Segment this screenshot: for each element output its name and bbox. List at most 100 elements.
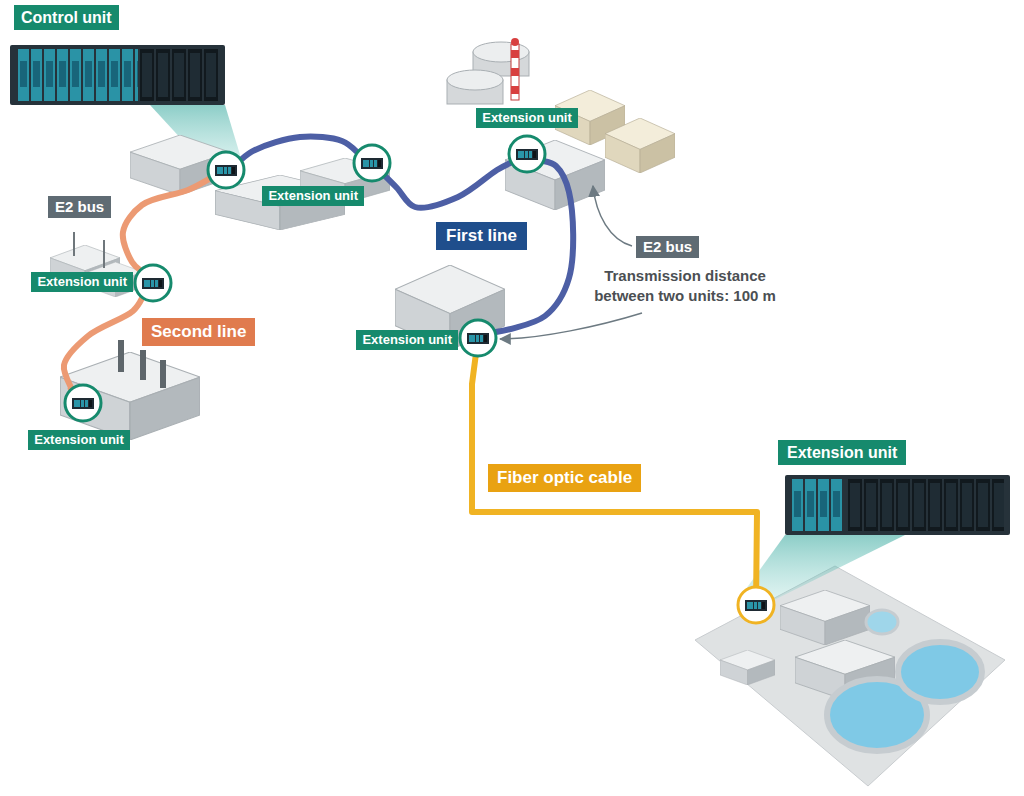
unit-module: [469, 335, 475, 342]
unit-marker: [458, 318, 498, 358]
unit-marker: [507, 134, 547, 174]
unit-ring: [135, 265, 171, 301]
unit-marker: [352, 143, 392, 183]
unit-module: [758, 602, 761, 609]
unit-marker: [206, 150, 246, 190]
unit-module: [85, 400, 88, 407]
control-unit-badge: Control unit: [14, 5, 119, 30]
bus-badge: E2 bus: [48, 196, 111, 218]
tank: [473, 42, 529, 62]
line-badge: Second line: [142, 318, 255, 346]
tower: [511, 44, 519, 100]
badge-text: Second line: [151, 322, 246, 342]
bus-connector: [242, 137, 357, 160]
unit-marker: [133, 263, 173, 303]
chimney: [140, 350, 146, 380]
bus-connector: [385, 163, 510, 208]
unit-device: [745, 600, 767, 611]
unit-module: [217, 167, 223, 174]
extension-unit-badge: Extension unit: [778, 440, 906, 465]
unit-device: [516, 149, 538, 160]
tower: [511, 38, 519, 46]
badge-text: Extension unit: [362, 332, 452, 348]
unit-module: [525, 151, 528, 158]
badge-text: Fiber optic cable: [497, 468, 632, 488]
rack-modules: [140, 49, 220, 101]
unit-module: [155, 280, 158, 287]
rack-modules: [792, 479, 844, 531]
unit-device: [72, 398, 94, 409]
antenna: [103, 240, 105, 268]
unit-ring: [460, 320, 496, 356]
badge-text: Control unit: [21, 8, 112, 27]
badge-text: E2 bus: [55, 198, 104, 216]
unit-module: [476, 335, 479, 342]
tower: [511, 50, 519, 58]
unit-icon: [458, 318, 498, 358]
unit-module: [518, 151, 524, 158]
bus-connector: [472, 357, 757, 586]
unit-module: [480, 335, 483, 342]
chimney: [160, 360, 166, 388]
unit-module: [378, 160, 381, 167]
unit-device: [361, 158, 383, 169]
unit-ring: [208, 152, 244, 188]
unit-icon: [133, 263, 173, 303]
unit-marker: [63, 383, 103, 423]
badge-text: Extension unit: [34, 432, 124, 448]
unit-ring: [738, 587, 774, 623]
extension-unit-badge: Extension unit: [476, 108, 578, 128]
distance-note: Transmission distance between two units:…: [582, 266, 788, 305]
rack-modules: [848, 479, 1004, 531]
badge-text: Extension unit: [482, 110, 572, 126]
tank: [898, 642, 982, 702]
tank: [447, 70, 503, 90]
tower: [511, 86, 519, 94]
unit-module: [228, 167, 231, 174]
unit-module: [144, 280, 150, 287]
control-rack: [10, 45, 225, 105]
unit-module: [81, 400, 84, 407]
bus-badge: E2 bus: [636, 236, 699, 258]
extension-unit-badge: Extension unit: [262, 186, 364, 206]
unit-module: [363, 160, 369, 167]
unit-icon: [507, 134, 547, 174]
badge-text: Extension unit: [787, 443, 897, 462]
unit-device: [467, 333, 489, 344]
unit-module: [533, 151, 536, 158]
extension-unit-badge: Extension unit: [28, 430, 130, 450]
unit-marker: [736, 585, 776, 625]
building: [780, 590, 870, 645]
unit-ring: [354, 145, 390, 181]
extension-unit-badge: Extension unit: [356, 330, 458, 350]
extension-rack: [785, 475, 1010, 535]
building: [605, 118, 675, 173]
unit-module: [529, 151, 532, 158]
plant-ground: [695, 566, 1005, 786]
unit-module: [747, 602, 753, 609]
unit-module: [762, 602, 765, 609]
unit-module: [754, 602, 757, 609]
badge-text: Extension unit: [37, 274, 127, 290]
bus-connector: [123, 179, 209, 270]
unit-ring: [509, 136, 545, 172]
extension-unit-badge: Extension unit: [31, 272, 133, 292]
antenna: [73, 232, 75, 256]
line-badge: First line: [436, 222, 527, 250]
leader-line: [593, 186, 632, 246]
unit-ring: [65, 385, 101, 421]
unit-icon: [63, 383, 103, 423]
unit-device: [215, 165, 237, 176]
clarifier: [866, 610, 898, 634]
badge-text: Extension unit: [268, 188, 358, 204]
unit-module: [370, 160, 373, 167]
unit-module: [232, 167, 235, 174]
building: [720, 650, 775, 685]
badge-text: E2 bus: [643, 238, 692, 256]
building: [505, 140, 605, 210]
unit-icon: [206, 150, 246, 190]
cable-badge: Fiber optic cable: [488, 464, 641, 492]
chimney: [118, 340, 124, 372]
unit-module: [159, 280, 162, 287]
